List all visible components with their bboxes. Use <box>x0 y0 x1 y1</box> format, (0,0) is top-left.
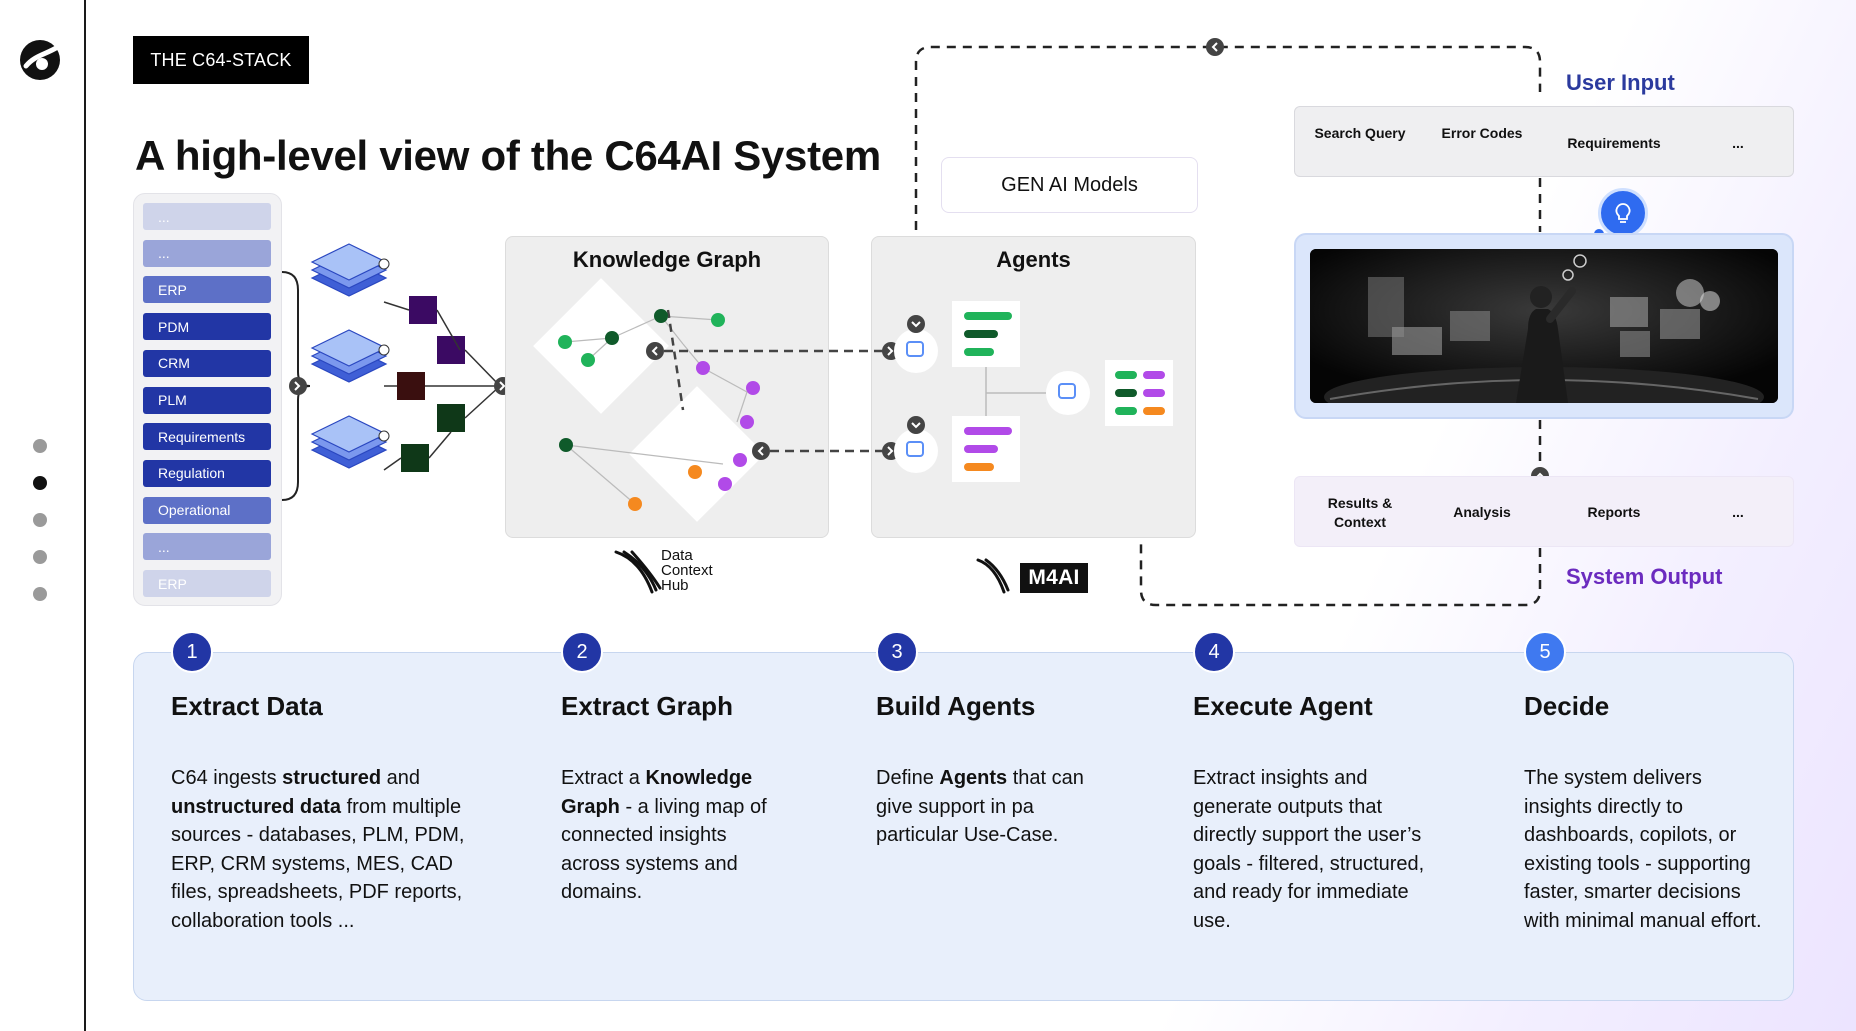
step-number-badge: 2 <box>561 631 603 673</box>
step-text: The system delivers insights directly to… <box>1524 767 1762 932</box>
system-output-label: System Output <box>1566 564 1723 589</box>
step-emphasis: unstructured data <box>171 795 342 818</box>
slide-nav-dot[interactable] <box>33 587 47 601</box>
user-input-item[interactable]: Search Query <box>1314 125 1406 141</box>
slide-nav-dot[interactable] <box>33 439 47 453</box>
step-text: that can give support in pa particular U… <box>876 767 1084 846</box>
connector-node <box>378 430 390 442</box>
step-text: C64 ingests <box>171 767 283 789</box>
user-input-item[interactable]: Requirements <box>1567 135 1661 151</box>
data-source-item: ... <box>143 239 271 267</box>
gen-ai-models-box: GEN AI Models <box>941 157 1198 213</box>
step-description: Extract insights and generate outputs th… <box>1193 764 1448 935</box>
step-text: Define <box>876 767 940 789</box>
step-text: and <box>381 767 421 789</box>
step-description: Extract a Knowledge Graph - a living map… <box>561 764 791 907</box>
step-description: The system delivers insights directly to… <box>1524 764 1764 935</box>
lightbulb-icon <box>1598 188 1648 238</box>
step-text: from multiple sources - databases, PLM, … <box>171 795 465 932</box>
data-source-item: ... <box>143 533 271 561</box>
data-source-item: ... <box>143 203 271 230</box>
data-source-item: Operational <box>143 496 271 524</box>
step-number-badge: 4 <box>1193 631 1235 673</box>
data-context-hub-brand: Data Context Hub <box>661 548 719 593</box>
step-description: C64 ingests structured and unstructured … <box>171 764 481 935</box>
data-source-item: Regulation <box>143 459 271 487</box>
data-source-item: Requirements <box>143 423 271 451</box>
knowledge-graph-illustration <box>533 278 770 522</box>
step-text: Extract insights and generate outputs th… <box>1193 767 1425 932</box>
system-output-item[interactable]: Results & Context <box>1327 495 1393 530</box>
system-output-item[interactable]: ... <box>1732 504 1744 520</box>
agents-title: Agents <box>996 247 1071 272</box>
step-title: Build Agents <box>876 691 1036 721</box>
system-output-item[interactable]: Reports <box>1587 504 1641 520</box>
user-input-item[interactable]: ... <box>1732 135 1744 151</box>
step-number-badge: 5 <box>1524 631 1566 673</box>
m4ai-brand: M4AI <box>1020 563 1088 593</box>
connector-node <box>378 344 390 356</box>
connector-node <box>378 258 390 270</box>
step-title: Execute Agent <box>1193 691 1373 721</box>
page-title: A high-level view of the C64AI System <box>135 132 881 179</box>
step-title: Extract Data <box>171 691 323 721</box>
step-text: Extract a <box>561 767 646 789</box>
brand-line: Data Context Hub <box>661 547 713 594</box>
slide-nav-dot[interactable] <box>33 476 47 490</box>
step-emphasis: Agents <box>939 767 1008 789</box>
system-output-box <box>1294 476 1794 547</box>
slide-nav-dot[interactable] <box>33 550 47 564</box>
step-description: Define Agents that can give support in p… <box>876 764 1116 850</box>
operator-dashboard-image <box>1310 249 1778 403</box>
slide-nav-dot[interactable] <box>33 513 47 527</box>
data-source-item: PLM <box>143 386 271 414</box>
data-source-item: ERP <box>143 570 271 597</box>
user-input-item[interactable]: Error Codes <box>1441 125 1523 141</box>
knowledge-graph-title: Knowledge Graph <box>572 247 762 272</box>
system-output-item[interactable]: Analysis <box>1453 504 1511 520</box>
section-tag: THE C64-STACK <box>133 36 309 84</box>
user-input-label: User Input <box>1566 70 1675 95</box>
user-input-box <box>1294 106 1794 177</box>
data-source-item: CRM <box>143 349 271 377</box>
c64-logo-icon[interactable] <box>16 36 64 84</box>
data-source-item: PDM <box>143 313 271 341</box>
knowledge-graph-panel: Knowledge Graph <box>505 236 829 538</box>
step-title: Decide <box>1524 691 1610 721</box>
process-steps-panel <box>133 652 1794 1001</box>
step-emphasis: structured <box>282 767 382 789</box>
step-number-badge: 3 <box>876 631 918 673</box>
step-emphasis: Knowledge Graph <box>561 767 753 818</box>
step-number-badge: 1 <box>171 631 213 673</box>
step-text: - a living map of connected insights acr… <box>561 795 767 904</box>
step-title: Extract Graph <box>561 691 733 721</box>
data-source-item: ERP <box>143 276 271 304</box>
